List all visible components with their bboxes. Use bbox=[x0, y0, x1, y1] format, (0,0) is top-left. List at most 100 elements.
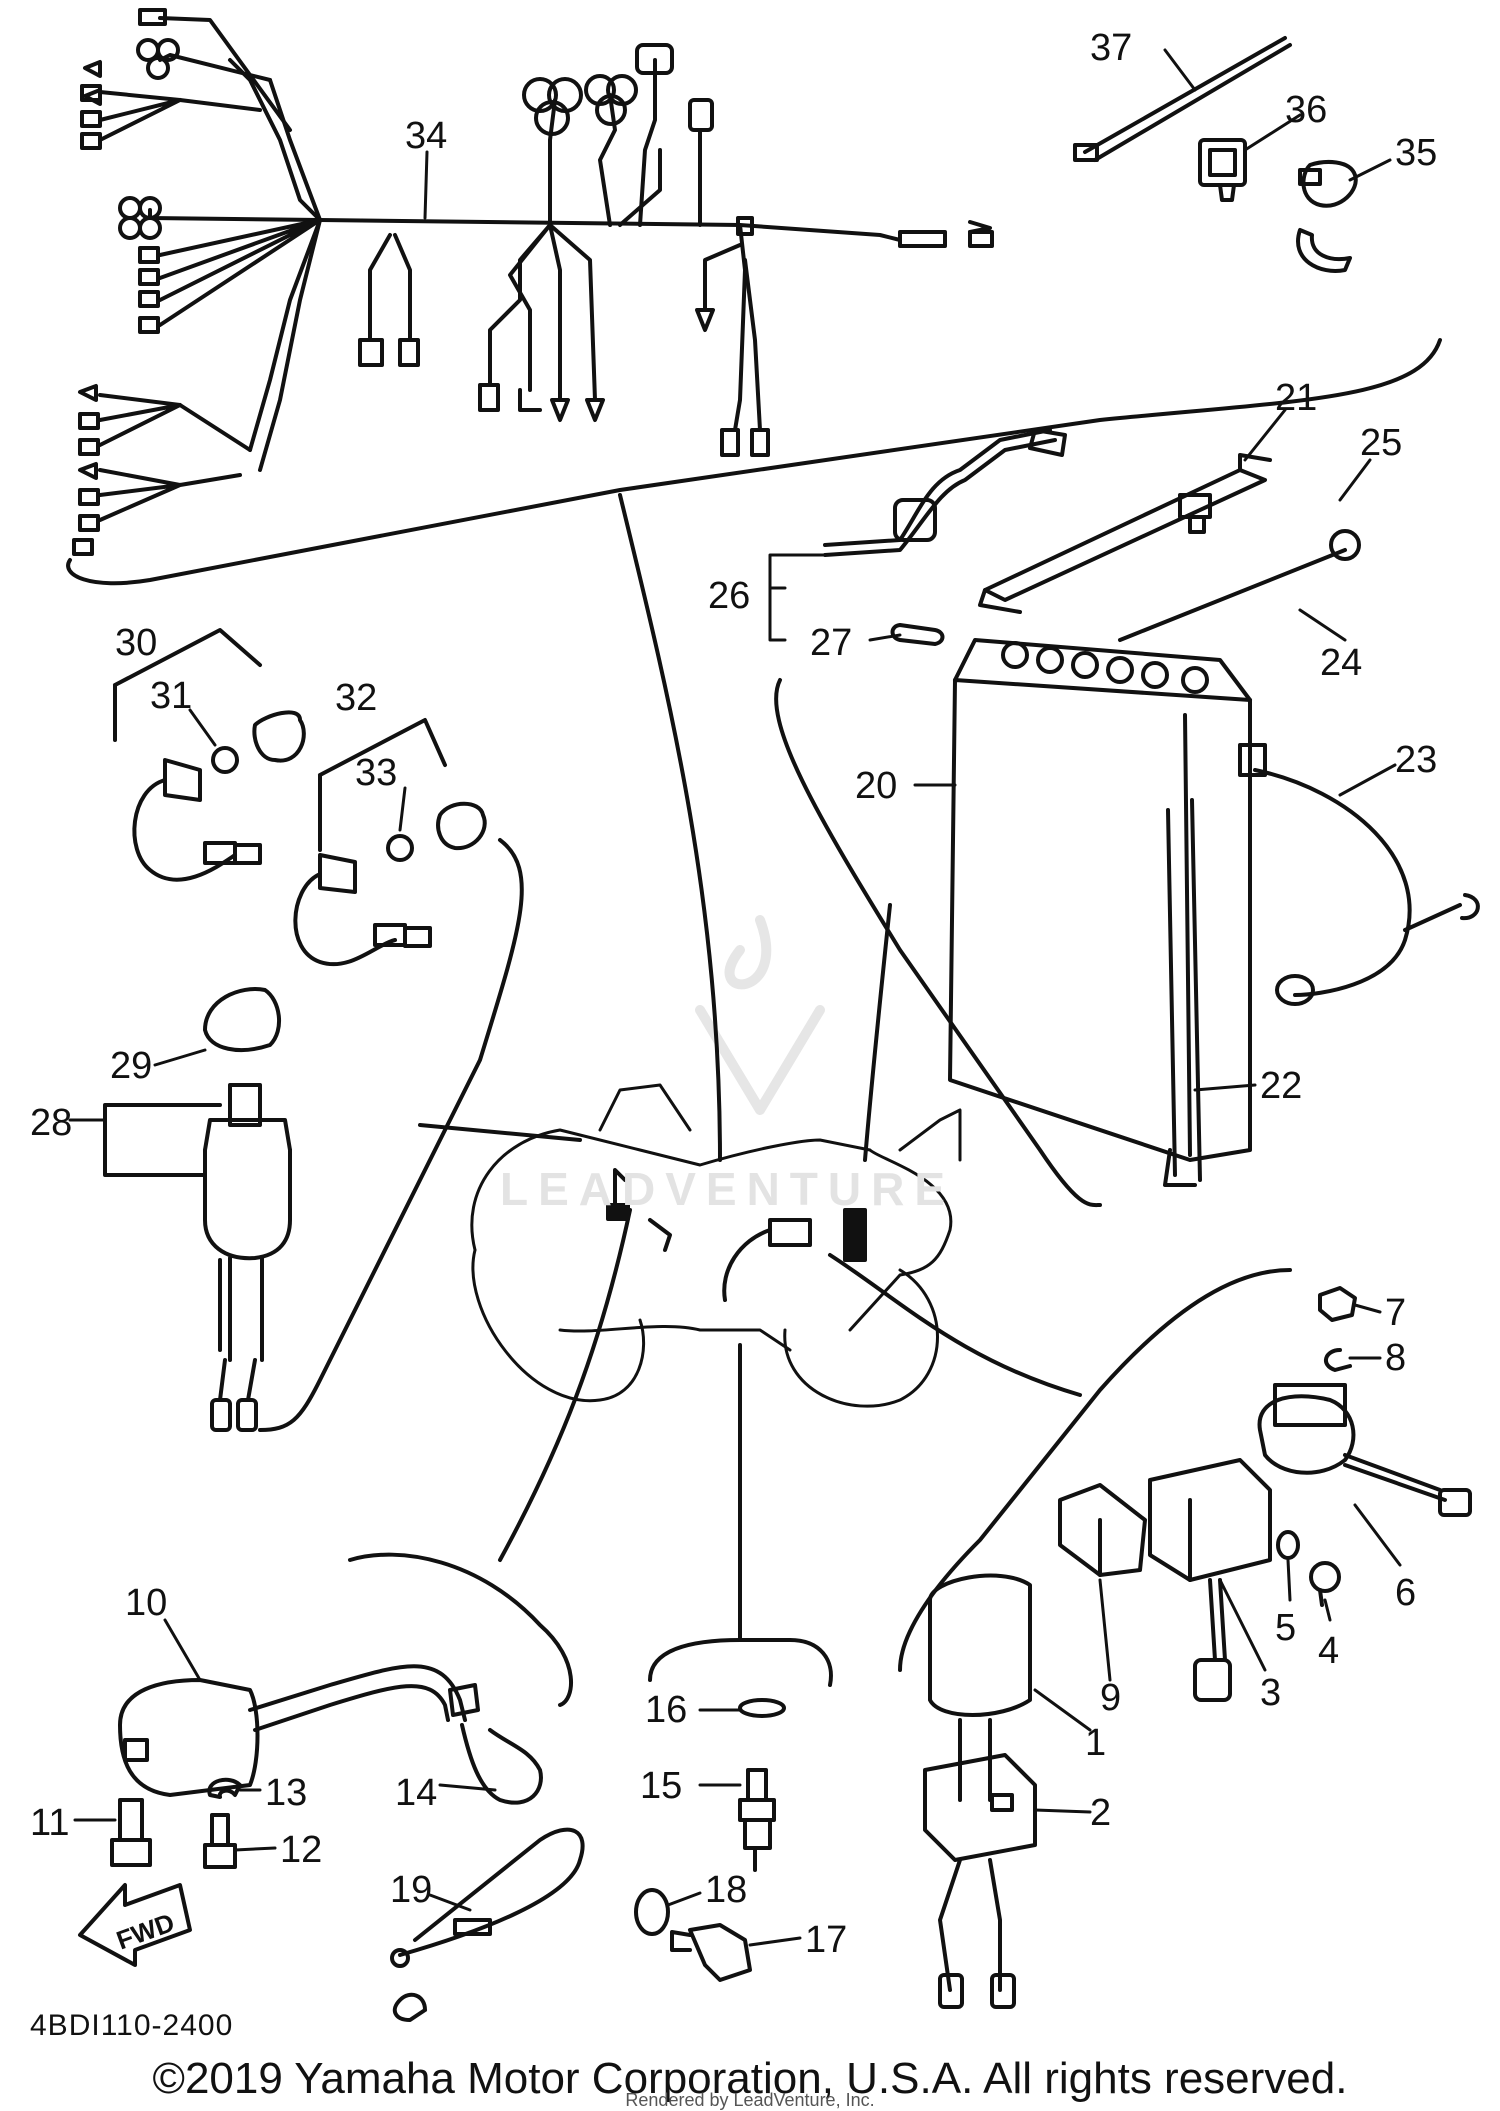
bracket-28 bbox=[103, 1103, 222, 1177]
cable-tie-head bbox=[1073, 143, 1099, 162]
label-25: 25 bbox=[1360, 422, 1402, 464]
battery-band-21 bbox=[978, 453, 1272, 614]
ground-lead-19 bbox=[390, 1827, 585, 2022]
pointer-line bbox=[498, 1208, 632, 1562]
wire-harness bbox=[72, 8, 994, 556]
label-12: 12 bbox=[280, 1829, 322, 1871]
label-11: 11 bbox=[30, 1802, 69, 1844]
washer-18 bbox=[634, 1888, 670, 1936]
label-14: 14 bbox=[395, 1772, 437, 1814]
switch-center bbox=[606, 1203, 630, 1221]
sensor-17 bbox=[670, 1923, 752, 1982]
motorcycle-outline bbox=[470, 1083, 962, 1408]
rendered-by-notice: Rendered by LeadVenture, Inc. bbox=[625, 2090, 875, 2110]
label-19: 19 bbox=[390, 1869, 432, 1911]
label-31: 31 bbox=[150, 675, 192, 717]
label-16: 16 bbox=[645, 1689, 687, 1731]
battery-vent-hose bbox=[1163, 798, 1202, 1187]
label-27: 27 bbox=[810, 622, 852, 664]
coil-section-divider bbox=[348, 1552, 573, 1707]
relay-center bbox=[768, 1218, 812, 1247]
leader-lines bbox=[68, 48, 1402, 1947]
pointer-line bbox=[418, 1123, 582, 1142]
label-21: 21 bbox=[1275, 377, 1317, 419]
label-5: 5 bbox=[1275, 1607, 1296, 1649]
watermark-text: LEADVENTURE bbox=[500, 1163, 955, 1215]
label-33: 33 bbox=[355, 752, 397, 794]
battery bbox=[948, 638, 1267, 1162]
label-3: 3 bbox=[1260, 1672, 1281, 1714]
cable-ring-23 bbox=[1403, 893, 1480, 932]
starter-relay-6 bbox=[1257, 1383, 1472, 1517]
cdi-unit-1 bbox=[928, 1573, 1032, 1802]
label-26: 26 bbox=[708, 575, 750, 617]
main-switch-28 bbox=[203, 1083, 292, 1432]
label-29: 29 bbox=[110, 1045, 152, 1087]
label-7: 7 bbox=[1385, 1292, 1406, 1334]
fwd-arrow bbox=[78, 1883, 192, 1967]
copyright-notice: ©2019 Yamaha Motor Corporation, U.S.A. A… bbox=[152, 2054, 1348, 2103]
label-4: 4 bbox=[1318, 1630, 1339, 1672]
label-18: 18 bbox=[705, 1869, 747, 1911]
left-section-divider bbox=[258, 838, 524, 1432]
washer-5 bbox=[1276, 1530, 1300, 1560]
watermark-logo bbox=[695, 915, 825, 1115]
wiring-center bbox=[613, 1168, 772, 1302]
relay-9 bbox=[1058, 1483, 1147, 1577]
label-32: 32 bbox=[335, 677, 377, 719]
label-28: 28 bbox=[30, 1102, 72, 1144]
bracket-32 bbox=[318, 718, 447, 852]
washer-16 bbox=[738, 1698, 786, 1718]
battery-cable-23 bbox=[1253, 768, 1412, 997]
bracket-30 bbox=[113, 628, 262, 742]
label-20: 20 bbox=[855, 765, 897, 807]
knob-29 bbox=[203, 987, 282, 1052]
label-24: 24 bbox=[1320, 642, 1362, 684]
screw-4 bbox=[1309, 1561, 1341, 1607]
cable-ring-24 bbox=[1329, 529, 1361, 561]
diagram-code: 4BDI110-2400 bbox=[30, 2009, 233, 2042]
battery-terminal-23 bbox=[1275, 974, 1315, 1006]
label-34: 34 bbox=[405, 115, 447, 157]
label-10: 10 bbox=[125, 1582, 167, 1624]
battery-section-divider bbox=[774, 678, 1102, 1208]
label-1: 1 bbox=[1085, 1722, 1106, 1764]
part-labels: 1 2 3 4 5 6 7 8 9 10 11 12 13 14 15 16 1… bbox=[30, 27, 1437, 1961]
screw-12 bbox=[203, 1813, 237, 1869]
sensor-30 bbox=[132, 710, 306, 882]
harness-section-divider bbox=[66, 338, 1442, 586]
bolt-11 bbox=[110, 1798, 152, 1867]
label-36: 36 bbox=[1285, 89, 1327, 131]
lock-washer-13 bbox=[207, 1777, 242, 1799]
label-22: 22 bbox=[1260, 1065, 1302, 1107]
relay-section-divider bbox=[898, 1268, 1292, 1672]
battery-cable-24 bbox=[1118, 548, 1347, 642]
clamp-36 bbox=[1198, 138, 1247, 202]
label-8: 8 bbox=[1385, 1337, 1406, 1379]
cdi-bracket-2 bbox=[923, 1753, 1037, 2009]
sensor-32 bbox=[293, 801, 487, 967]
pointer-line bbox=[863, 903, 892, 1162]
label-30: 30 bbox=[115, 622, 157, 664]
plug-cap-14 bbox=[448, 1683, 543, 1805]
label-15: 15 bbox=[640, 1765, 682, 1807]
fuse-27 bbox=[890, 623, 945, 646]
plug-section-divider bbox=[648, 1638, 833, 1687]
clamp-35 bbox=[1296, 160, 1358, 273]
washer-8 bbox=[1324, 1348, 1352, 1372]
spark-plug-15 bbox=[738, 1768, 776, 1872]
pointer-line bbox=[828, 1253, 1082, 1397]
label-17: 17 bbox=[805, 1919, 847, 1961]
nut-7 bbox=[1318, 1286, 1357, 1322]
label-2: 2 bbox=[1090, 1792, 1111, 1834]
cable-tie bbox=[1083, 36, 1292, 162]
pointer-line bbox=[618, 493, 722, 1162]
regulator-3 bbox=[1148, 1458, 1272, 1702]
label-35: 35 bbox=[1395, 132, 1437, 174]
label-23: 23 bbox=[1395, 739, 1437, 781]
label-37: 37 bbox=[1090, 27, 1132, 69]
fuse-holder-26 bbox=[823, 428, 1067, 557]
label-13: 13 bbox=[265, 1772, 307, 1814]
label-9: 9 bbox=[1100, 1677, 1121, 1719]
